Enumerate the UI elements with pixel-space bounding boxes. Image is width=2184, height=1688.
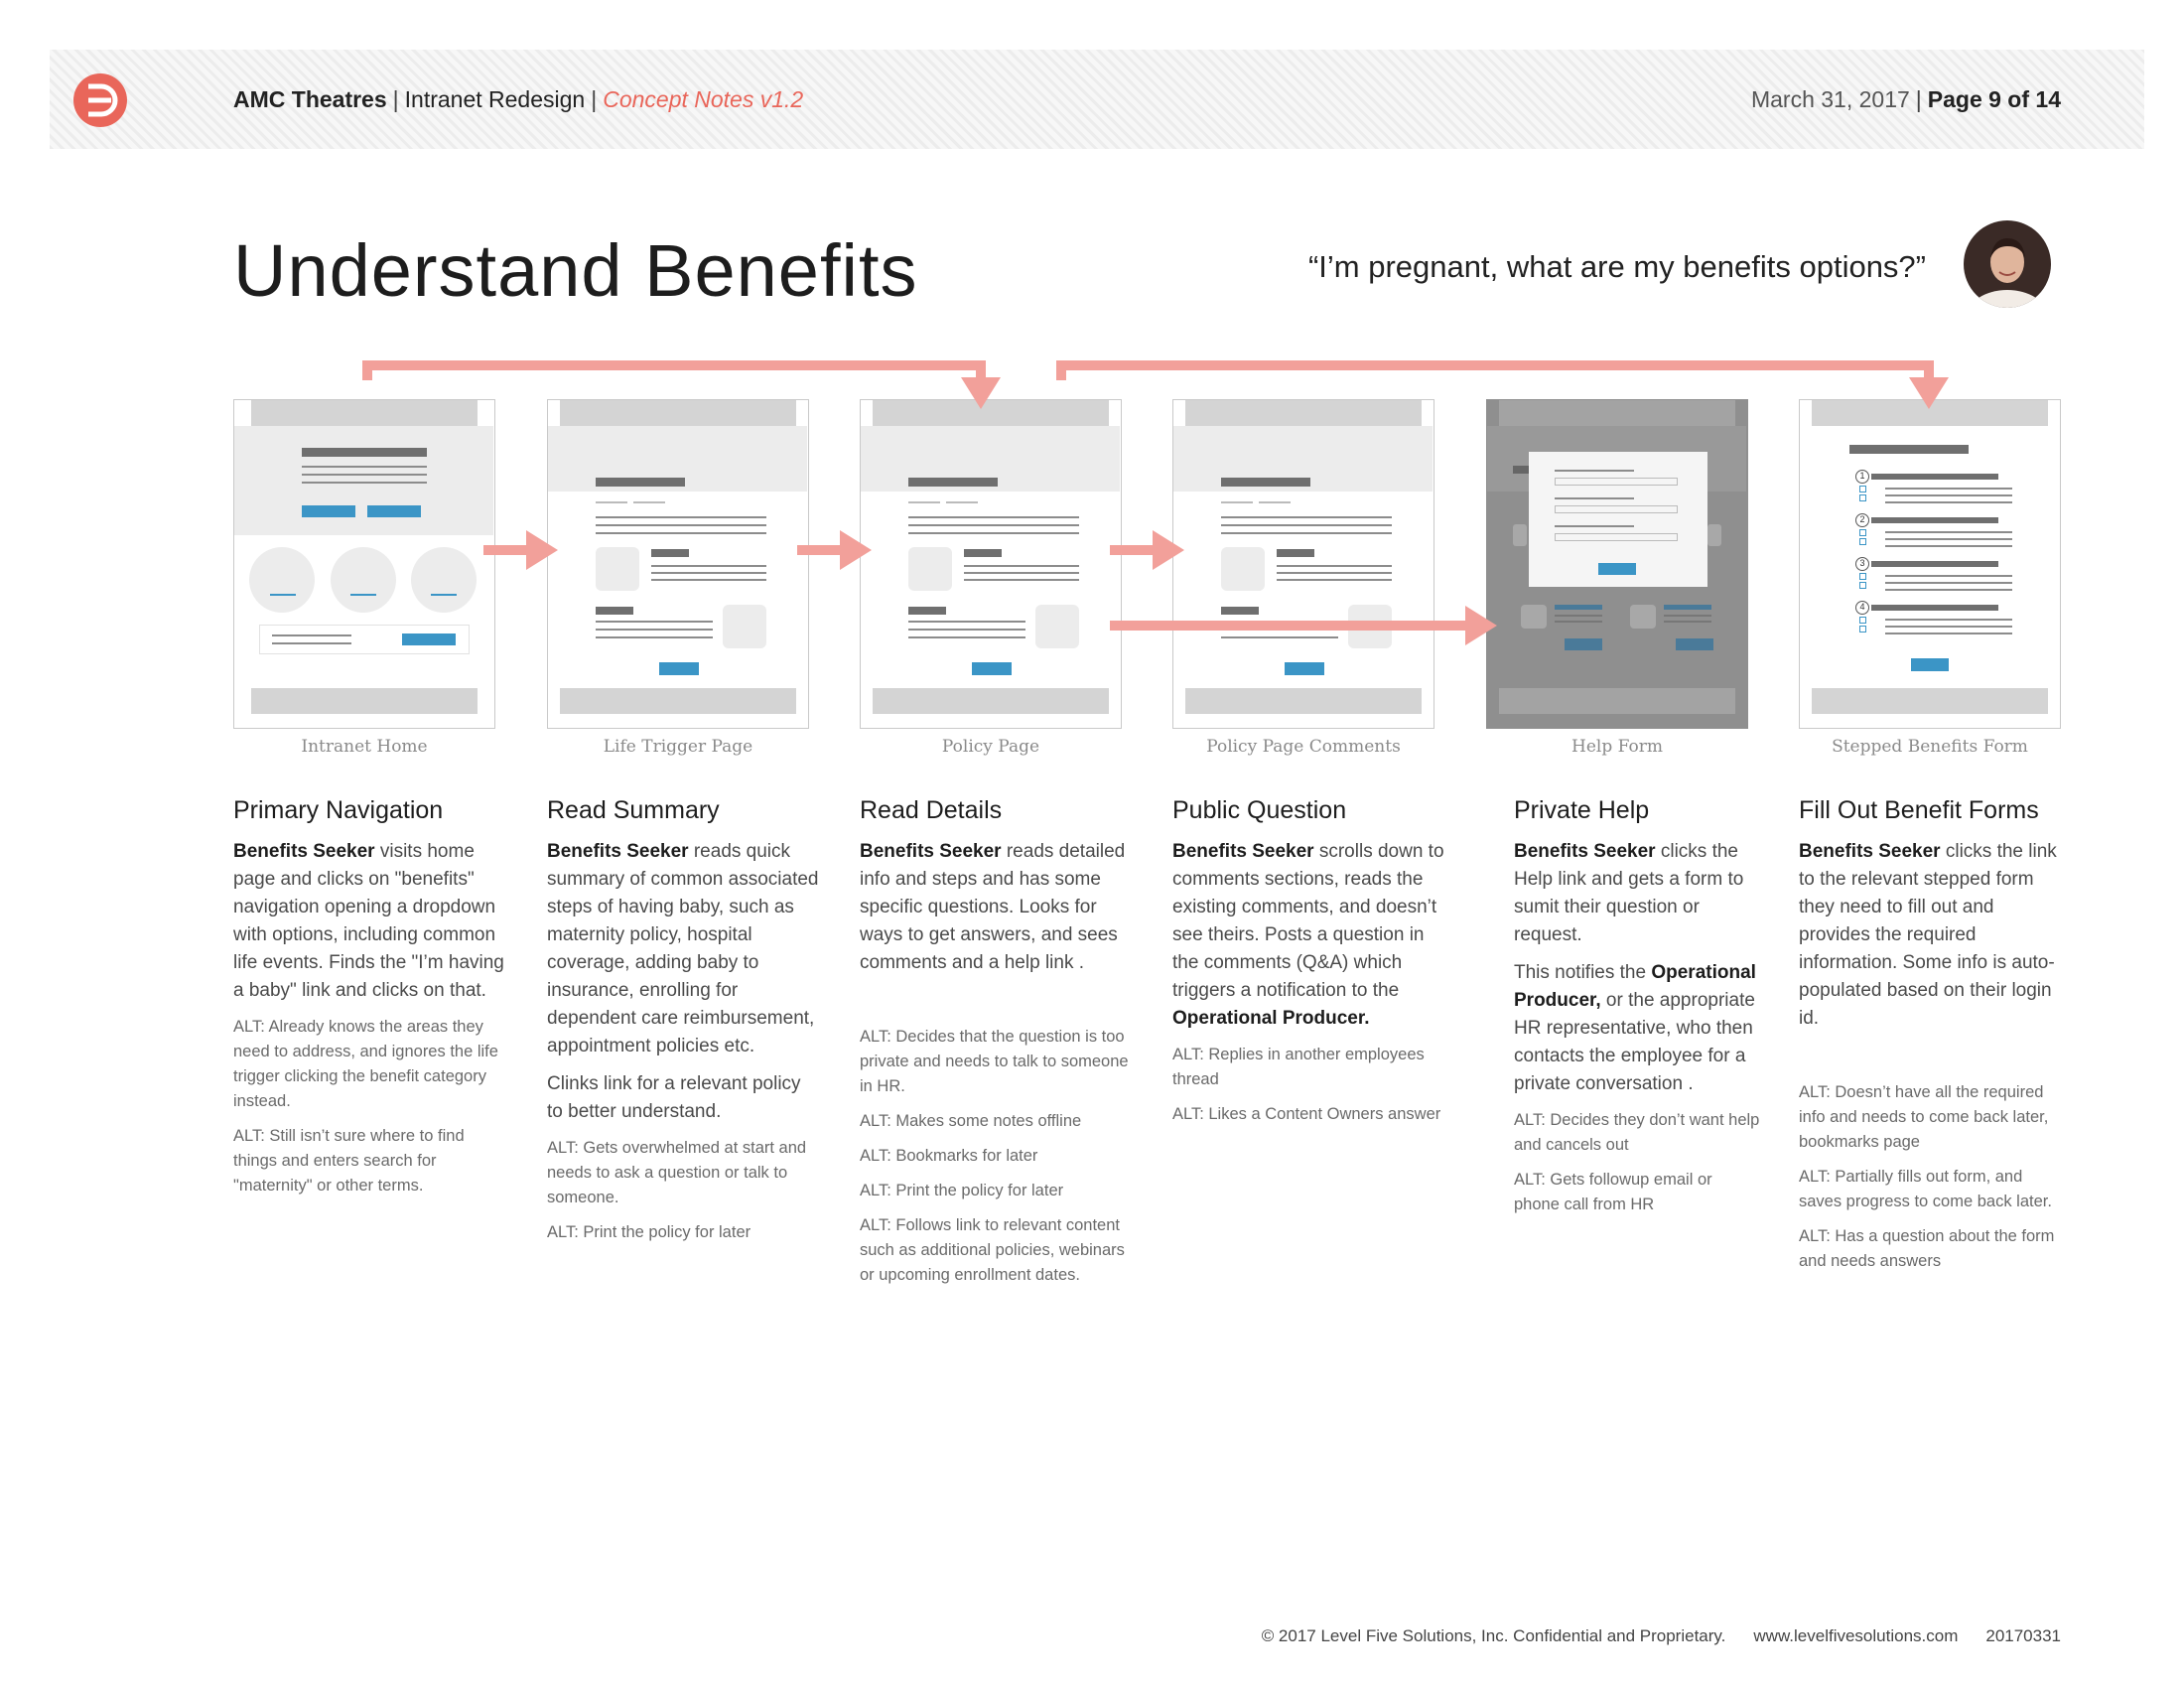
project-name: Intranet Redesign (404, 86, 586, 112)
wireframe-life-trigger-page (547, 399, 809, 729)
alt-scenario: ALT: Has a question about the form and n… (1799, 1227, 2055, 1270)
step-description-extra: This notifies the Operational Producer, … (1514, 962, 1756, 1094)
step-description: Benefits Seeker scrolls down to comments… (1172, 841, 1444, 1029)
step-heading: Private Help (1514, 796, 1650, 824)
document-date: March 31, 2017 (1750, 86, 1910, 112)
step-number-badge: 2 (1855, 513, 1869, 527)
step-description: Benefits Seeker reads detailed info and … (860, 841, 1126, 973)
step-description: Benefits Seeker clicks the Help link and… (1514, 841, 1744, 945)
wireframe-help-form (1486, 399, 1748, 729)
alt-scenario: ALT: Bookmarks for later (860, 1147, 1038, 1165)
step-primary-navigation: Primary Navigation Benefits Seeker visit… (233, 794, 506, 1208)
step-description-extra: Clinks link for a relevant policy to bet… (547, 1073, 801, 1122)
wireframe-stepped-benefits-form: 1 2 3 4 (1799, 399, 2061, 729)
alt-scenario: ALT: Replies in another employees thread (1172, 1046, 1425, 1088)
alt-scenario: ALT: Already knows the areas they need t… (233, 1018, 498, 1110)
wireframe-intranet-home (233, 399, 495, 729)
step-description: Benefits Seeker reads quick summary of c… (547, 841, 819, 1056)
alt-scenario: ALT: Still isn’t sure where to find thin… (233, 1127, 465, 1195)
persona-quote: “I’m pregnant, what are my benefits opti… (1307, 249, 1926, 284)
page-title: Understand Benefits (233, 229, 918, 312)
header-project-info: AMC Theatres|Intranet Redesign|Concept N… (233, 86, 804, 112)
level-five-logo (73, 73, 127, 127)
alt-scenario: ALT: Gets overwhelmed at start and needs… (547, 1139, 807, 1206)
step-number-badge: 1 (1855, 470, 1869, 484)
document-footer: © 2017 Level Five Solutions, Inc. Confid… (1262, 1626, 2061, 1646)
step-heading: Primary Navigation (233, 796, 444, 824)
step-fill-out-benefit-forms: Fill Out Benefit Forms Benefits Seeker c… (1799, 794, 2069, 1284)
website-link[interactable]: www.levelfivesolutions.com (1753, 1626, 1959, 1645)
step-number-badge: 4 (1855, 601, 1869, 615)
actor-name: Benefits Seeker (1514, 841, 1656, 862)
document-header: AMC Theatres|Intranet Redesign|Concept N… (50, 50, 2144, 149)
alt-scenario: ALT: Print the policy for later (860, 1182, 1064, 1199)
wireframe-policy-page-comments (1172, 399, 1434, 729)
wireframe-caption: Help Form (1571, 737, 1663, 757)
document-id: 20170331 (1985, 1626, 2061, 1645)
alt-scenario: ALT: Decides they don’t want help and ca… (1514, 1111, 1760, 1154)
step-heading: Fill Out Benefit Forms (1799, 796, 2039, 824)
document-version: Concept Notes v1.2 (603, 86, 804, 112)
step-public-question: Public Question Benefits Seeker scrolls … (1172, 794, 1445, 1137)
client-name: AMC Theatres (233, 86, 387, 112)
actor-name: Benefits Seeker (860, 841, 1002, 862)
header-date-page: March 31, 2017|Page 9 of 14 (1750, 86, 2061, 112)
wireframe-caption: Policy Page (941, 737, 1040, 757)
persona-avatar (1964, 220, 2051, 308)
actor-name: Benefits Seeker (1799, 841, 1941, 862)
step-heading: Read Summary (547, 796, 720, 824)
alt-scenario: ALT: Partially fills out form, and saves… (1799, 1168, 2052, 1210)
wireframe-caption: Life Trigger Page (603, 737, 753, 757)
wireframe-caption: Policy Page Comments (1206, 737, 1401, 757)
page-number: Page 9 of 14 (1927, 86, 2061, 112)
step-read-summary: Read Summary Benefits Seeker reads quick… (547, 794, 820, 1255)
alt-scenario: ALT: Doesn’t have all the required info … (1799, 1083, 2049, 1151)
alt-scenario: ALT: Gets followup email or phone call f… (1514, 1171, 1712, 1213)
step-private-help: Private Help Benefits Seeker clicks the … (1514, 794, 1762, 1227)
alt-scenario: ALT: Print the policy for later (547, 1223, 751, 1241)
alt-scenario: ALT: Makes some notes offline (860, 1112, 1082, 1130)
wireframe-policy-page (860, 399, 1122, 729)
step-description: Benefits Seeker clicks the link to the r… (1799, 841, 2057, 1029)
wireframe-caption: Stepped Benefits Form (1832, 737, 2028, 757)
alt-scenario: ALT: Likes a Content Owners answer (1172, 1105, 1441, 1123)
copyright-notice: © 2017 Level Five Solutions, Inc. Confid… (1261, 1626, 1726, 1645)
actor-name: Benefits Seeker (547, 841, 689, 862)
step-read-details: Read Details Benefits Seeker reads detai… (860, 794, 1133, 1298)
step-heading: Public Question (1172, 796, 1347, 824)
alt-scenario: ALT: Follows link to relevant content su… (860, 1216, 1125, 1284)
step-description: Benefits Seeker visits home page and cli… (233, 841, 504, 1001)
alt-scenario: ALT: Decides that the question is too pr… (860, 1028, 1129, 1095)
help-modal (1529, 452, 1707, 587)
actor-name: Benefits Seeker (1172, 841, 1314, 862)
step-heading: Read Details (860, 796, 1003, 824)
flow-arrow-home-to-policy (362, 360, 986, 382)
actor-name: Benefits Seeker (233, 841, 375, 862)
step-number-badge: 3 (1855, 557, 1869, 571)
flow-arrow-policy-to-stepped-form (1056, 360, 1934, 382)
wireframe-caption: Intranet Home (301, 737, 428, 757)
